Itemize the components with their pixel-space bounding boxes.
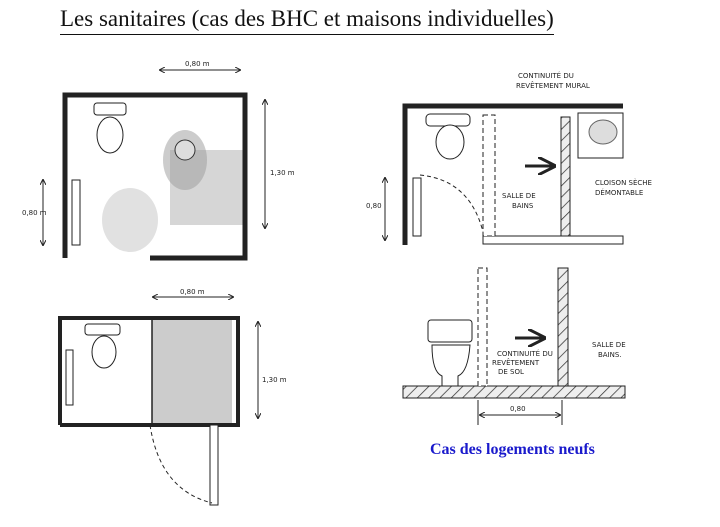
label-floor-1: CONTINUITÉ DU — [497, 349, 553, 358]
caption: Cas des logements neufs — [430, 441, 595, 458]
plan-bhc-2: 0,80 m 1,30 m — [58, 288, 287, 506]
label-bath-1: SALLE DE — [592, 341, 626, 349]
dim-height: 1,30 m — [270, 169, 295, 177]
page-title: Les sanitaires (cas des BHC et maisons i… — [60, 4, 554, 35]
label-floor-3: DE SOL — [498, 368, 524, 376]
label-floor-2: REVÊTEMENT — [492, 358, 540, 367]
label-bath-2: BAINS. — [598, 351, 622, 359]
label-partition-1: CLOISON SÈCHE — [595, 178, 652, 187]
section-new-housing: CONTINUITÉ DU REVÊTEMENT DE SOL SALLE DE… — [402, 267, 626, 425]
label-wall-1: CONTINUITÉ DU — [518, 71, 574, 80]
dim-width: 0,80 — [510, 405, 526, 413]
plan-bhc-1: 0,80 m 1,30 m 0,80 m — [22, 60, 295, 261]
label-wall-2: REVÊTEMENT MURAL — [516, 81, 590, 90]
dim-width: 0,80 m — [180, 288, 205, 296]
dim-door: 0,80 — [366, 202, 382, 210]
dim-width: 0,80 m — [185, 60, 210, 68]
label-partition-2: DÉMONTABLE — [595, 188, 643, 197]
label-bath-2: BAINS — [512, 202, 534, 210]
dim-door: 0,80 m — [22, 209, 47, 217]
label-bath-1: SALLE DE — [502, 192, 536, 200]
plan-new-housing: CONTINUITÉ DU REVÊTEMENT MURAL SALLE DE … — [366, 71, 652, 245]
dim-height: 1,30 m — [262, 376, 287, 384]
